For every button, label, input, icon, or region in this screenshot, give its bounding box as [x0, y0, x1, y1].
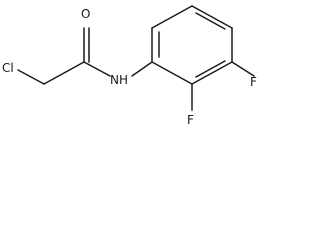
bond-cl-ch2	[17, 69, 45, 85]
ring-inner-bond-b	[195, 12, 226, 30]
ring-bond-c6-c1	[151, 61, 193, 85]
atom-label-fluorine-top: F	[250, 75, 257, 89]
bond-carbonyl-nitrogen	[83, 61, 111, 77]
molecule-structure-diagram: Cl O NH F F	[2, 5, 257, 127]
bond-nitrogen-ring	[131, 61, 153, 77]
atom-label-chlorine: Cl	[2, 61, 14, 75]
atom-labels-group: Cl O NH F F	[2, 7, 257, 127]
bond-ch2-carbonyl	[43, 61, 85, 85]
ring-bond-c3-c4	[191, 5, 233, 29]
ring-bond-c5-c6	[191, 61, 233, 85]
atom-label-fluorine-bottom: F	[187, 113, 194, 127]
bonds-group	[17, 5, 255, 111]
bond-ring-fluorine-top	[231, 61, 255, 77]
ring-bond-c2-c3	[151, 5, 193, 29]
atom-label-oxygen: O	[81, 7, 90, 21]
atom-label-nitrogen-hydrogen: NH	[110, 73, 128, 87]
ring-inner-bond-c	[195, 60, 226, 78]
